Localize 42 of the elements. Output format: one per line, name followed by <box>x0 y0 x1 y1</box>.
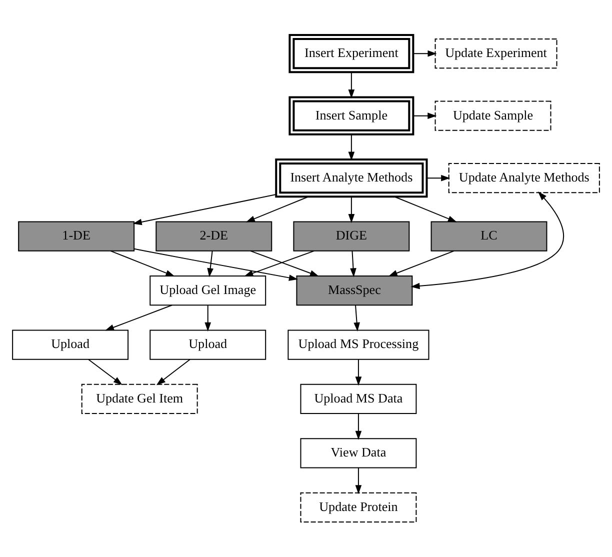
arrow <box>207 251 214 278</box>
arrow <box>355 414 362 440</box>
arrow <box>246 196 308 222</box>
arrow <box>413 50 437 57</box>
arrow <box>132 194 276 226</box>
arrow <box>134 248 298 281</box>
arrow <box>354 305 360 332</box>
arrow <box>388 250 454 276</box>
arrow <box>348 196 355 224</box>
arrow <box>348 72 355 99</box>
node-box: LC <box>430 221 548 252</box>
node-box: DIGE <box>293 221 410 252</box>
arrow <box>110 250 175 276</box>
arrow <box>413 112 437 120</box>
node-box: Upload <box>12 330 129 360</box>
node-box: Insert Sample <box>288 96 414 136</box>
arrow <box>204 305 212 332</box>
arrow <box>394 196 457 222</box>
node-box: Upload <box>150 330 266 360</box>
node-box: MassSpec <box>296 275 413 306</box>
node-box: Update Analyte Methods <box>448 163 600 194</box>
arrow <box>427 174 450 182</box>
arrow <box>355 359 362 386</box>
arrow <box>348 134 355 161</box>
node-box: Insert Experiment <box>288 34 414 74</box>
arrow <box>410 192 564 290</box>
arrow <box>156 359 190 386</box>
arrow <box>355 468 362 494</box>
node-box: Upload MS Data <box>300 384 417 414</box>
node-box: Update Experiment <box>434 38 558 69</box>
arrow <box>104 304 172 331</box>
arrow <box>350 251 356 278</box>
node-box: View Data <box>300 438 417 468</box>
arrow <box>88 359 122 386</box>
node-box: Upload MS Processing <box>288 330 430 360</box>
node-box: 2-DE <box>156 221 272 252</box>
node-box: Update Gel Item <box>81 384 198 414</box>
node-box: 1-DE <box>18 221 135 252</box>
node-box: Upload Gel Image <box>150 275 266 306</box>
node-box: Update Protein <box>300 492 417 522</box>
node-box: Insert Analyte Methods <box>275 158 428 198</box>
node-box: Update Sample <box>434 100 552 131</box>
